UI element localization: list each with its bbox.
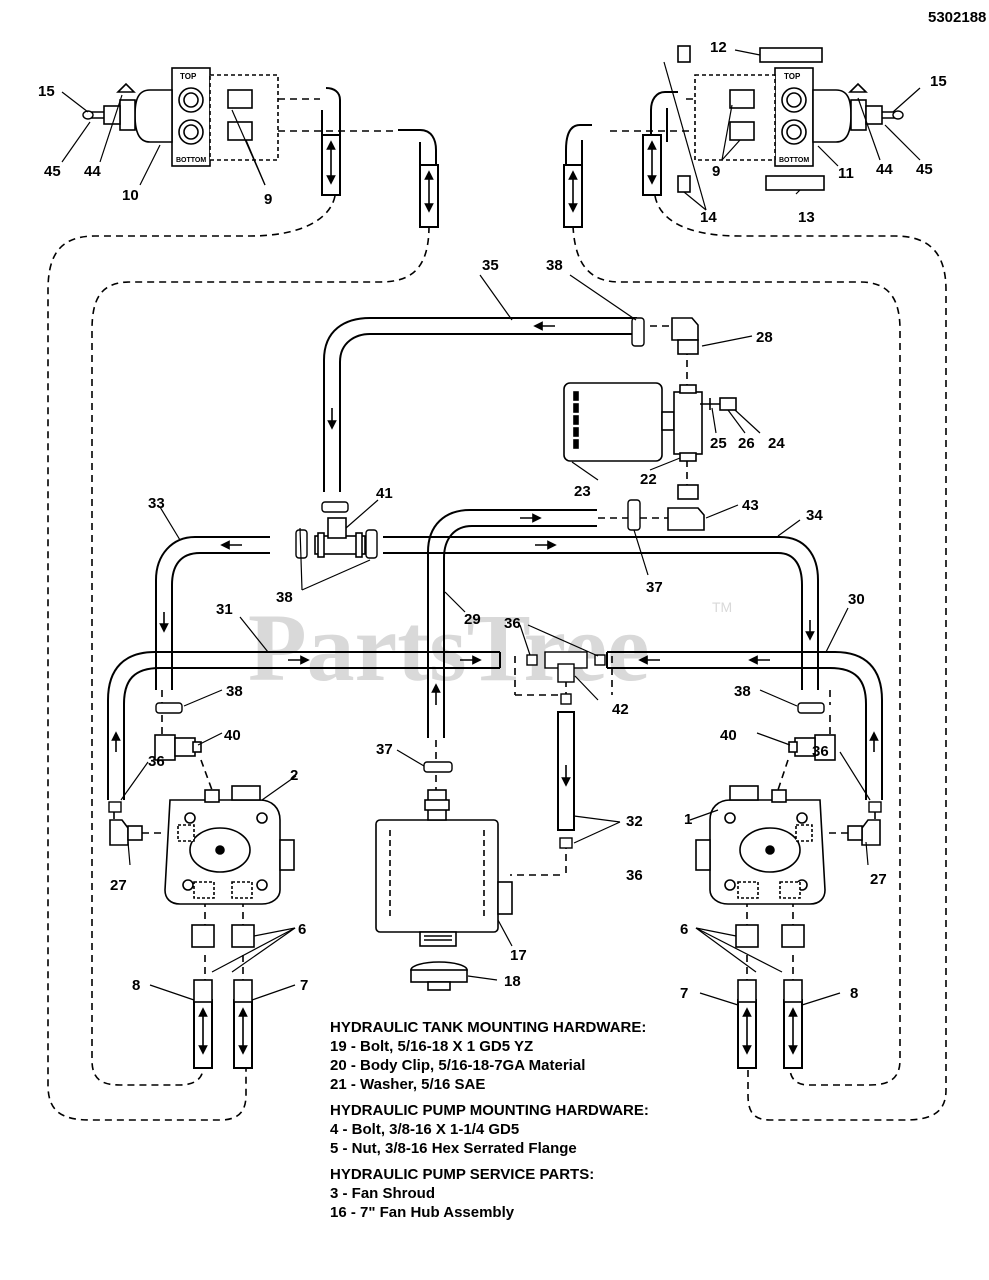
tee-fitting-41: [314, 517, 366, 558]
callout-43: 43: [742, 497, 759, 514]
callout-38-mid: 38: [276, 589, 293, 606]
callout-35: 35: [482, 257, 499, 274]
callout-11: 11: [838, 165, 854, 182]
callout-13: 13: [798, 209, 815, 226]
callout-26: 26: [738, 435, 755, 452]
callout-8-right: 8: [850, 985, 858, 1002]
callout-18: 18: [504, 973, 521, 990]
svg-text:TM: TM: [712, 599, 732, 615]
svg-text:TOP: TOP: [784, 72, 801, 81]
callout-45: 45: [44, 163, 61, 180]
watermark: PartsTree TM: [248, 594, 732, 701]
leader-lines: [61, 49, 921, 1006]
callout-7-left: 7: [300, 977, 308, 994]
callout-14: 14: [700, 209, 717, 226]
callout-22: 22: [640, 471, 657, 488]
callout-45-right: 45: [916, 161, 933, 178]
svg-text:BOTTOM: BOTTOM: [779, 157, 809, 164]
callout-10: 10: [122, 187, 139, 204]
callout-41: 41: [376, 485, 393, 502]
flow-arrows: [111, 321, 879, 787]
svg-text:PartsTree: PartsTree: [248, 594, 650, 701]
document-number: 5302188: [928, 9, 986, 26]
callout-15-right: 15: [930, 73, 947, 90]
callout-9-right: 9: [712, 163, 720, 180]
note-heading-pump: HYDRAULIC PUMP MOUNTING HARDWARE:: [330, 1102, 649, 1119]
callout-15: 15: [38, 83, 55, 100]
filter-assembly: [563, 317, 737, 531]
hose-clamps: [155, 317, 825, 773]
callout-24: 24: [768, 435, 785, 452]
callout-44-right: 44: [876, 161, 893, 178]
callout-6-right: 6: [680, 921, 688, 938]
note-item: 16 - 7" Fan Hub Assembly: [330, 1204, 515, 1221]
callout-36-right: 36: [812, 743, 829, 760]
hose-33: [155, 536, 270, 690]
callout-42: 42: [612, 701, 629, 718]
svg-text:BOTTOM: BOTTOM: [176, 157, 206, 164]
callout-23: 23: [574, 483, 591, 500]
solid-hoses: [107, 87, 883, 831]
hose-34: [383, 536, 819, 690]
callout-38-top: 38: [546, 257, 563, 274]
callout-44: 44: [84, 163, 101, 180]
callout-25: 25: [710, 435, 727, 452]
callout-31: 31: [216, 601, 233, 618]
tee-fitting-42: [526, 651, 606, 705]
callout-29: 29: [464, 611, 481, 628]
callout-1: 1: [684, 811, 692, 828]
callout-32: 32: [626, 813, 643, 830]
note-item: 20 - Body Clip, 5/16-18-7GA Material: [330, 1057, 586, 1074]
callout-17: 17: [510, 947, 527, 964]
left-outer-hose: [47, 195, 336, 1121]
callout-37-mid: 37: [646, 579, 663, 596]
hydraulic-tank: [375, 789, 513, 991]
hose-arrows: [198, 140, 798, 1055]
callout-40-left: 40: [224, 727, 241, 744]
note-item: 4 - Bolt, 3/8-16 X 1-1/4 GD5: [330, 1121, 520, 1138]
right-inner-hose: [572, 225, 901, 1086]
callout-12: 12: [710, 39, 727, 56]
callout-30: 30: [848, 591, 865, 608]
callout-36-left: 36: [148, 753, 165, 770]
hose-30: [607, 651, 883, 800]
right-outer-hose: [654, 195, 947, 1121]
hose-32: [557, 711, 575, 831]
callout-28: 28: [756, 329, 773, 346]
callout-34: 34: [806, 507, 823, 524]
callout-37: 37: [376, 741, 393, 758]
fittings-36: [108, 801, 882, 849]
callout-labels: 15 45 44 10 9 12 14 11 13 9 44 45 15 35 …: [38, 39, 947, 1002]
hydraulic-pump-1: [695, 734, 881, 1003]
hose-31: [107, 651, 500, 800]
callout-38-right: 38: [734, 683, 751, 700]
callout-36-tank: 36: [626, 867, 643, 884]
note-heading-tank: HYDRAULIC TANK MOUNTING HARDWARE:: [330, 1019, 647, 1036]
note-item: 19 - Bolt, 5/16-18 X 1 GD5 YZ: [330, 1038, 534, 1055]
hose-29: [427, 509, 597, 738]
callout-27-left: 27: [110, 877, 127, 894]
hose-35: [323, 317, 637, 492]
callout-7-right: 7: [680, 985, 688, 1002]
svg-text:TOP: TOP: [180, 72, 197, 81]
note-item: 5 - Nut, 3/8-16 Hex Serrated Flange: [330, 1140, 577, 1157]
hardware-notes: HYDRAULIC TANK MOUNTING HARDWARE: 19 - B…: [330, 1018, 730, 1222]
note-heading-service: HYDRAULIC PUMP SERVICE PARTS:: [330, 1166, 595, 1183]
callout-40-right: 40: [720, 727, 737, 744]
callout-36-top: 36: [504, 615, 521, 632]
cotter-pins: [82, 110, 904, 120]
note-item: 21 - Washer, 5/16 SAE: [330, 1076, 486, 1093]
callout-6-left: 6: [298, 921, 306, 938]
callout-27-right: 27: [870, 871, 887, 888]
callout-33: 33: [148, 495, 165, 512]
control-valve-10: [103, 67, 279, 167]
callout-38-left: 38: [226, 683, 243, 700]
valve-labels: TOP BOTTOM TOP BOTTOM: [176, 72, 809, 164]
hydraulic-pump-2: [109, 734, 295, 1003]
callout-9: 9: [264, 191, 272, 208]
callout-2: 2: [290, 767, 298, 784]
note-item: 3 - Fan Shroud: [330, 1185, 435, 1202]
callout-8-left: 8: [132, 977, 140, 994]
